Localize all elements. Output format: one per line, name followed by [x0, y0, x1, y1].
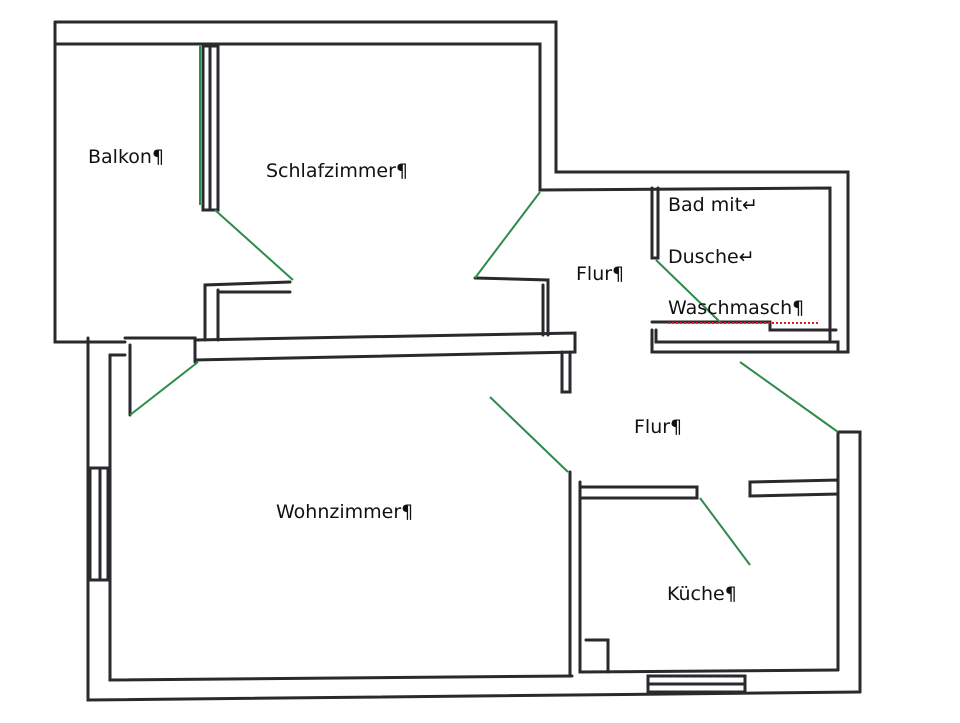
room-label-flur-upper: Flur¶	[576, 263, 625, 285]
walls	[53, 20, 862, 702]
room-label-balkon: Balkon¶	[88, 146, 165, 168]
door-swings	[129, 46, 839, 566]
room-label-bad-line3: Waschmasch¶	[668, 297, 805, 319]
room-label-kueche: Küche¶	[667, 583, 737, 605]
room-label-flur-lower: Flur¶	[634, 416, 683, 438]
spellcheck-underline	[668, 318, 818, 324]
room-label-wohnzimmer: Wohnzimmer¶	[276, 501, 414, 523]
room-label-bad-line2: Dusche↵	[668, 246, 755, 268]
room-label-schlafzimmer: Schlafzimmer¶	[266, 160, 409, 182]
room-label-bad-line1: Bad mit↵	[668, 194, 758, 216]
